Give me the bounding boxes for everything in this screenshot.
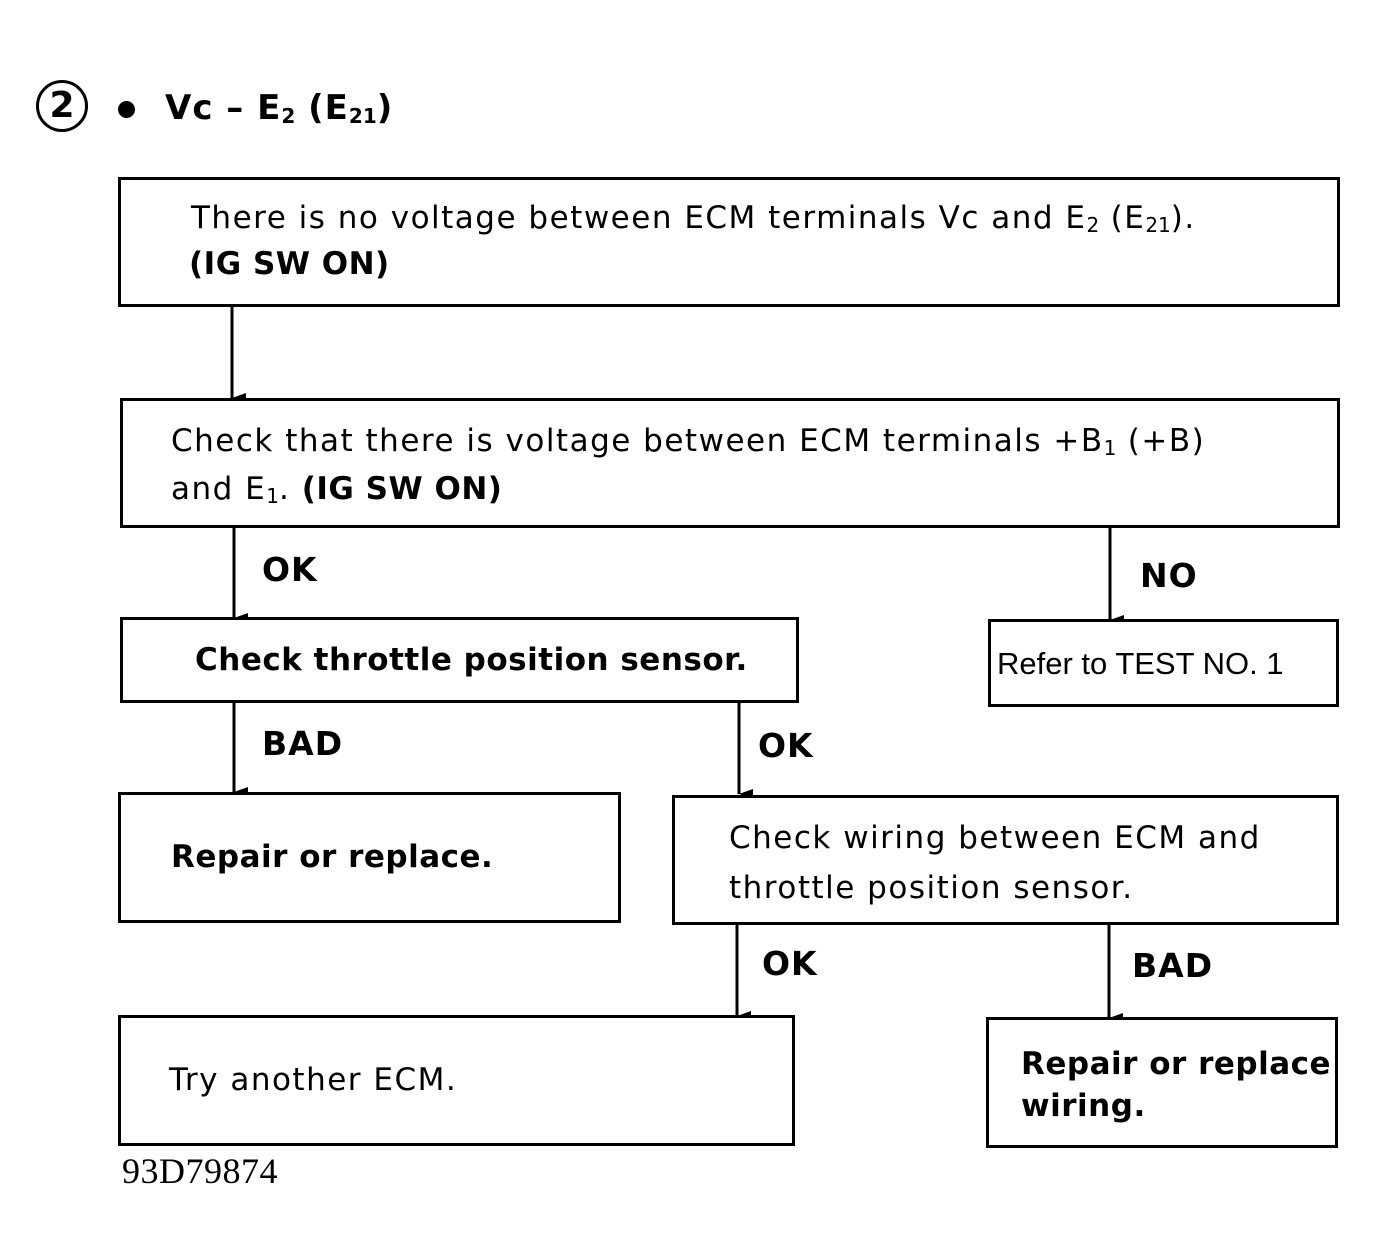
check-wiring-box: Check wiring between ECM and throttle po… (672, 795, 1339, 925)
label-bad-2: BAD (1132, 946, 1214, 985)
heading-sub2: 21 (348, 104, 377, 128)
repair-replace-text: Repair or replace. (171, 839, 494, 875)
bullet-icon (118, 101, 135, 118)
refer-test-box: Refer to TEST NO. 1 (988, 619, 1339, 707)
repair-wiring-line2: wiring. (1021, 1088, 1146, 1124)
repair-wiring-line1: Repair or replace (1021, 1046, 1332, 1082)
no-voltage-line2: (IG SW ON) (189, 246, 390, 282)
label-ok-3: OK (762, 944, 818, 983)
heading-post: ) (376, 88, 394, 128)
check-wiring-line1: Check wiring between ECM and (729, 820, 1261, 856)
no-voltage-line1: There is no voltage between ECM terminal… (191, 200, 1196, 237)
check-tps-box: Check throttle position sensor. (120, 617, 799, 703)
try-ecm-text: Try another ECM. (169, 1062, 458, 1098)
check-b1-box: Check that there is voltage between ECM … (120, 398, 1340, 528)
try-ecm-box: Try another ECM. (118, 1015, 795, 1146)
check-tps-text: Check throttle position sensor. (195, 642, 748, 678)
check-b1-line2: and E1. (IG SW ON) (171, 471, 503, 508)
label-ok-2: OK (758, 726, 814, 765)
check-b1-line1: Check that there is voltage between ECM … (171, 423, 1206, 460)
repair-wiring-box: Repair or replace wiring. (986, 1017, 1338, 1148)
heading-mid: (E (295, 88, 349, 128)
step-number: 2 (49, 85, 75, 126)
label-bad-1: BAD (262, 724, 344, 763)
repair-replace-box: Repair or replace. (118, 792, 621, 923)
heading-pre: Vc – E (165, 88, 282, 128)
label-no-1: NO (1140, 556, 1198, 595)
no-voltage-box: There is no voltage between ECM terminal… (118, 177, 1340, 307)
section-heading: Vc – E2 (E21) (165, 88, 393, 128)
refer-test-text: Refer to TEST NO. 1 (997, 646, 1284, 681)
label-ok-1: OK (262, 550, 318, 589)
heading-sub1: 2 (281, 104, 296, 128)
step-number-circle: 2 (36, 80, 88, 132)
figure-id: 93D79874 (122, 1151, 278, 1191)
check-wiring-line2: throttle position sensor. (729, 870, 1134, 906)
